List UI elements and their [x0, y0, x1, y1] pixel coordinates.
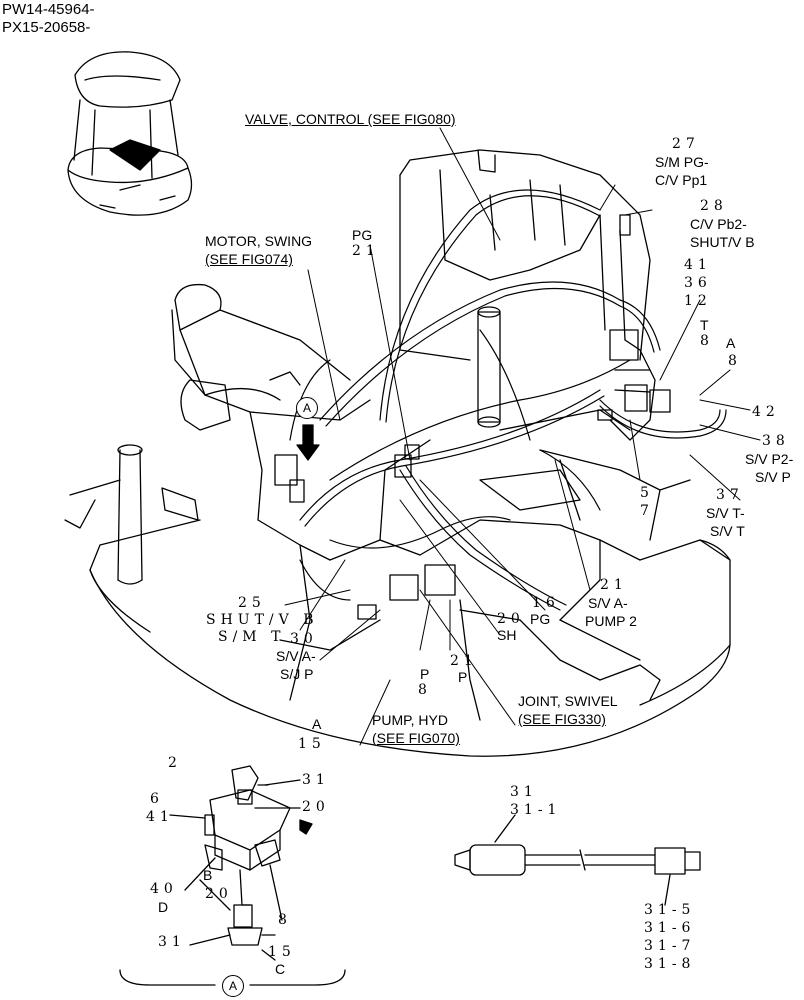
- view-marker-a-bottom: A: [222, 975, 244, 997]
- part-37: 37: [716, 487, 744, 503]
- hose-shut-v-b-lower: SHUT/V B: [206, 612, 319, 628]
- part-40: 40: [150, 881, 178, 897]
- hose-s-m-t: S/M T: [218, 629, 286, 645]
- part-7: 7: [640, 503, 654, 519]
- part-21-top: 21: [352, 243, 380, 259]
- part-31-8: 31-8: [644, 956, 696, 972]
- hose-sv-a-pump2: S/V A-: [588, 595, 628, 611]
- part-38: 38: [762, 433, 790, 449]
- hose-sv-t-to: S/V T: [710, 523, 745, 539]
- serial-range-1: PW14-45964-: [2, 1, 95, 18]
- hose-pg-top: PG: [352, 227, 373, 243]
- part-8-top: 8: [700, 333, 714, 349]
- machine-thumbnail: [67, 51, 193, 216]
- part-12: 12: [684, 293, 712, 309]
- part-8-right: 8: [728, 353, 742, 369]
- fittings: [274, 214, 671, 620]
- pressure-switch-detail: [454, 814, 701, 906]
- port-d: D: [158, 899, 169, 915]
- hose-sv-a-sj: S/V A-: [276, 648, 316, 664]
- part-15-top: 15: [298, 736, 326, 752]
- callout-motor-swing-ref: (SEE FIG074): [205, 251, 293, 267]
- hose-pg-mid: PG: [530, 611, 551, 627]
- part-25: 25: [238, 595, 266, 611]
- part-31-6: 31-6: [644, 920, 696, 936]
- port-p-left: P: [420, 666, 430, 682]
- callout-valve-control: VALVE, CONTROL (SEE FIG080): [245, 111, 456, 127]
- callout-joint-swivel: JOINT, SWIVEL: [518, 693, 618, 709]
- part-8-p: 8: [418, 682, 432, 698]
- hose-sh: SH: [497, 627, 517, 643]
- hose-pump-2: PUMP 2: [585, 613, 637, 629]
- control-valve-block: [399, 149, 656, 441]
- detail-a-cartridge: [169, 765, 313, 961]
- part-20-detail: 20: [302, 799, 330, 815]
- port-c: C: [275, 961, 286, 977]
- part-21-mid: 21: [600, 577, 628, 593]
- part-20-sh: 20: [497, 611, 525, 627]
- hose-cv-pb2: C/V Pb2-: [690, 216, 747, 232]
- detail-a-bracket: [119, 969, 346, 986]
- part-31-low: 31: [158, 934, 186, 950]
- view-marker-a-top: A: [296, 397, 318, 419]
- part-31-5: 31-5: [644, 902, 696, 918]
- part-41: 41: [684, 257, 712, 273]
- part-30: 30: [290, 631, 318, 647]
- port-p-right: P: [458, 669, 468, 685]
- part-15-low: 15: [268, 944, 296, 960]
- part-2: 2: [168, 755, 182, 771]
- hose-sv-p: S/V P: [755, 469, 791, 485]
- hose-sv-p2: S/V P2-: [745, 451, 794, 467]
- part-31-detail: 31: [302, 772, 330, 788]
- port-t: T: [700, 317, 709, 333]
- part-20-low: 20: [205, 886, 233, 902]
- hose-sv-t-from: S/V T-: [706, 505, 745, 521]
- hose-cv-pp1: C/V Pp1: [655, 172, 708, 188]
- hose-sm-pg: S/M PG-: [655, 154, 709, 170]
- part-27: 27: [672, 136, 700, 152]
- leader-lines: [284, 127, 761, 746]
- callout-pump-hyd-ref: (SEE FIG070): [372, 730, 460, 746]
- part-28: 28: [700, 198, 728, 214]
- port-b: B: [203, 867, 213, 883]
- port-a-right: A: [726, 335, 736, 351]
- part-31-switch: 31: [510, 784, 538, 800]
- view-label-a: A: [312, 716, 322, 732]
- part-31-1: 31-1: [510, 802, 562, 818]
- part-16: 16: [532, 595, 560, 611]
- hose-shut-v-b: SHUT/V B: [690, 234, 755, 250]
- part-8-detail: 8: [278, 912, 292, 928]
- part-42: 42: [752, 404, 780, 420]
- callout-joint-swivel-ref: (SEE FIG330): [518, 711, 606, 727]
- hose-sj-p: S/J P: [280, 666, 314, 682]
- part-21-p: 21: [450, 653, 478, 669]
- part-6: 6: [150, 791, 164, 807]
- part-5: 5: [640, 485, 654, 501]
- part-36: 36: [684, 275, 712, 291]
- part-41-detail: 41: [146, 809, 174, 825]
- serial-range-2: PX15-20658-: [2, 19, 91, 36]
- callout-motor-swing: MOTOR, SWING: [205, 233, 313, 249]
- callout-pump-hyd: PUMP, HYD: [372, 712, 448, 728]
- part-31-7: 31-7: [644, 938, 696, 954]
